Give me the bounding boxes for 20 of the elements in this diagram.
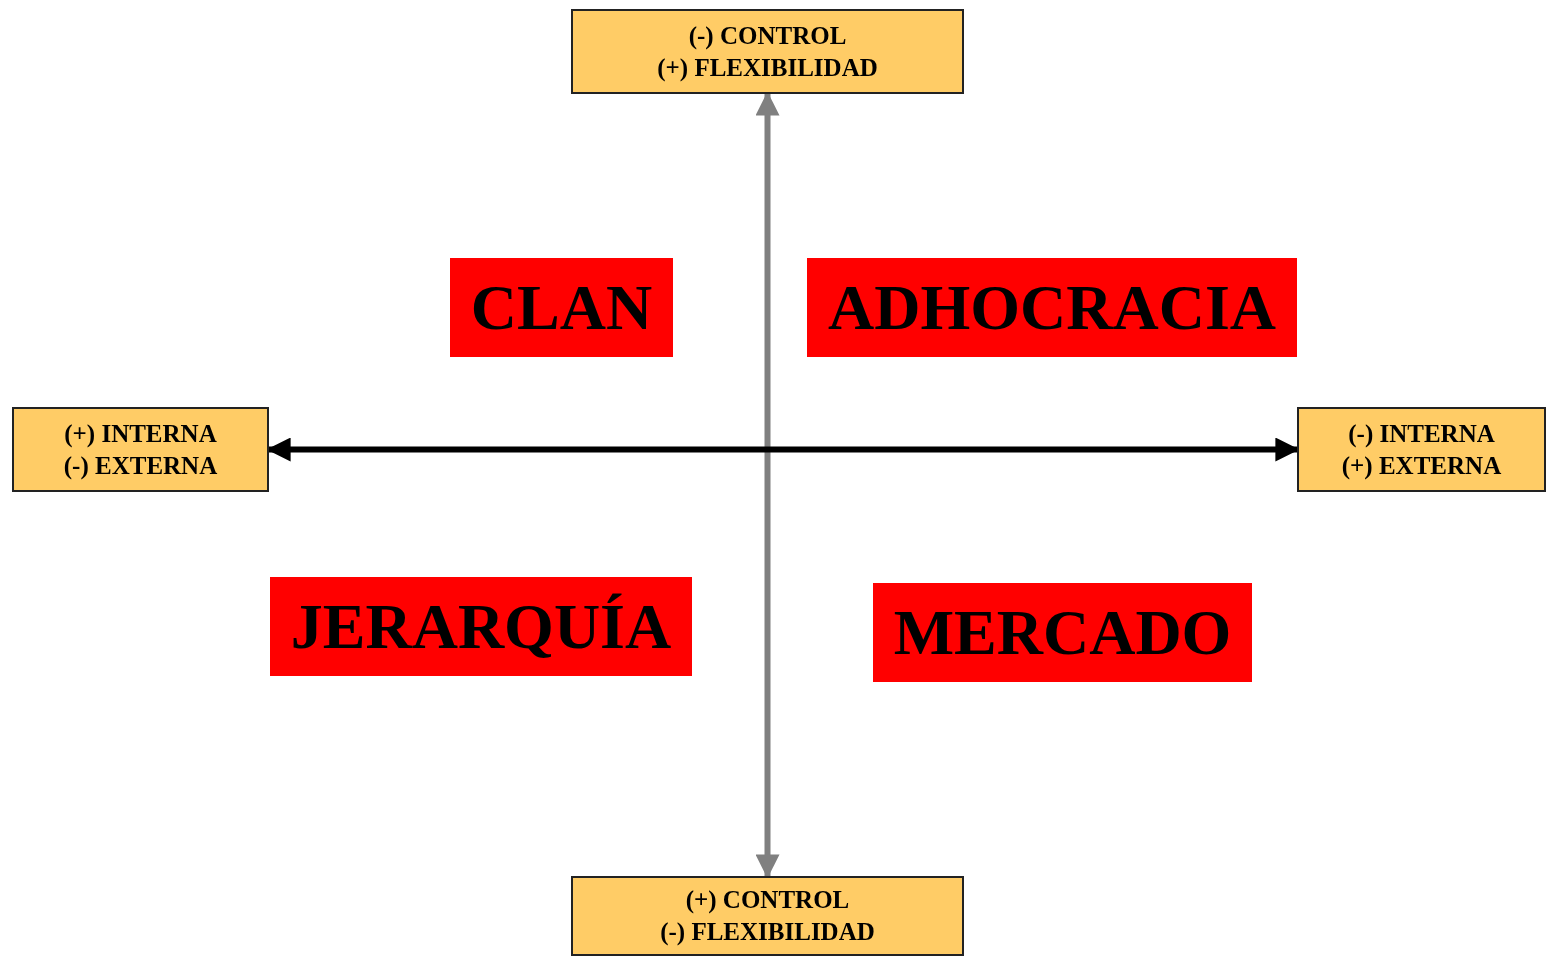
axis-label-text: (+) EXTERNA	[1341, 450, 1502, 482]
culture-type-label: JERARQUÍA	[290, 589, 672, 664]
axis-label-box	[1297, 407, 1546, 492]
axis-label-text: (-) FLEXIBILIDAD	[660, 917, 875, 948]
axis-label-box	[12, 407, 269, 492]
culture-type-box	[807, 258, 1297, 357]
axis-label-text: (-) INTERNA	[1348, 418, 1495, 450]
axis-label-box	[571, 9, 964, 94]
axis-label-text: (+) INTERNA	[64, 418, 217, 450]
axis-label-text: (-) EXTERNA	[63, 450, 218, 482]
culture-type-box	[450, 258, 673, 357]
culture-type-label: ADHOCRACIA	[828, 270, 1276, 345]
culture-type-box	[873, 583, 1252, 682]
culture-type-box	[270, 577, 692, 676]
axis-label-text: (+) CONTROL	[685, 885, 850, 916]
axis-label-text: (-) CONTROL	[688, 20, 847, 52]
axis-label-text: (+) FLEXIBILIDAD	[657, 52, 878, 84]
culture-type-label: MERCADO	[893, 595, 1232, 670]
culture-type-label: CLAN	[470, 270, 653, 345]
axis-label-box	[571, 876, 964, 956]
